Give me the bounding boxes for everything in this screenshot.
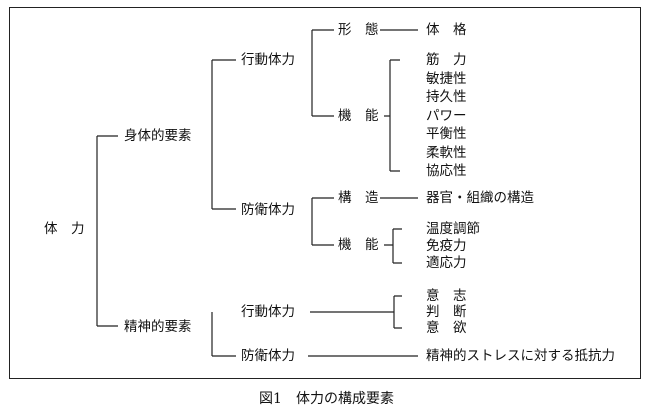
mental-defense-item: 精神的ストレスに対する抵抗力	[426, 348, 615, 364]
physical-factor-label: 身体的要素	[124, 128, 192, 144]
mental-action-item: 意 志	[426, 288, 467, 304]
function-label: 機 能	[338, 108, 379, 124]
form-label: 形 態	[338, 22, 379, 38]
figure-caption: 図1 体力の構成要素	[259, 391, 394, 407]
mental-factor-label: 精神的要素	[124, 319, 192, 335]
physique-label: 体 格	[426, 22, 467, 38]
function-item: 柔軟性	[426, 145, 467, 161]
diagram-frame	[9, 7, 641, 379]
physical-defense-strength-label: 防衛体力	[241, 202, 295, 218]
function-item: 持久性	[426, 89, 467, 105]
structure-label: 構 造	[338, 190, 379, 206]
defense-function-item: 温度調節	[426, 221, 480, 237]
function-item: パワー	[426, 108, 467, 124]
function-item: 平衡性	[426, 126, 467, 142]
mental-action-strength-label: 行動体力	[241, 304, 295, 320]
mental-action-item: 判 断	[426, 304, 467, 320]
defense-function-item: 免疫力	[426, 238, 467, 254]
function-item: 敏捷性	[426, 71, 467, 87]
physical-action-strength-label: 行動体力	[241, 52, 295, 68]
function-item: 協応性	[426, 163, 467, 179]
defense-function-item: 適応力	[426, 255, 467, 271]
structure-item: 器官・組織の構造	[426, 190, 534, 206]
function-item: 筋 力	[426, 52, 467, 68]
mental-action-item: 意 欲	[426, 320, 467, 336]
mental-defense-strength-label: 防衛体力	[241, 348, 295, 364]
defense-function-label: 機 能	[338, 237, 379, 253]
root-label: 体 力	[44, 221, 85, 237]
